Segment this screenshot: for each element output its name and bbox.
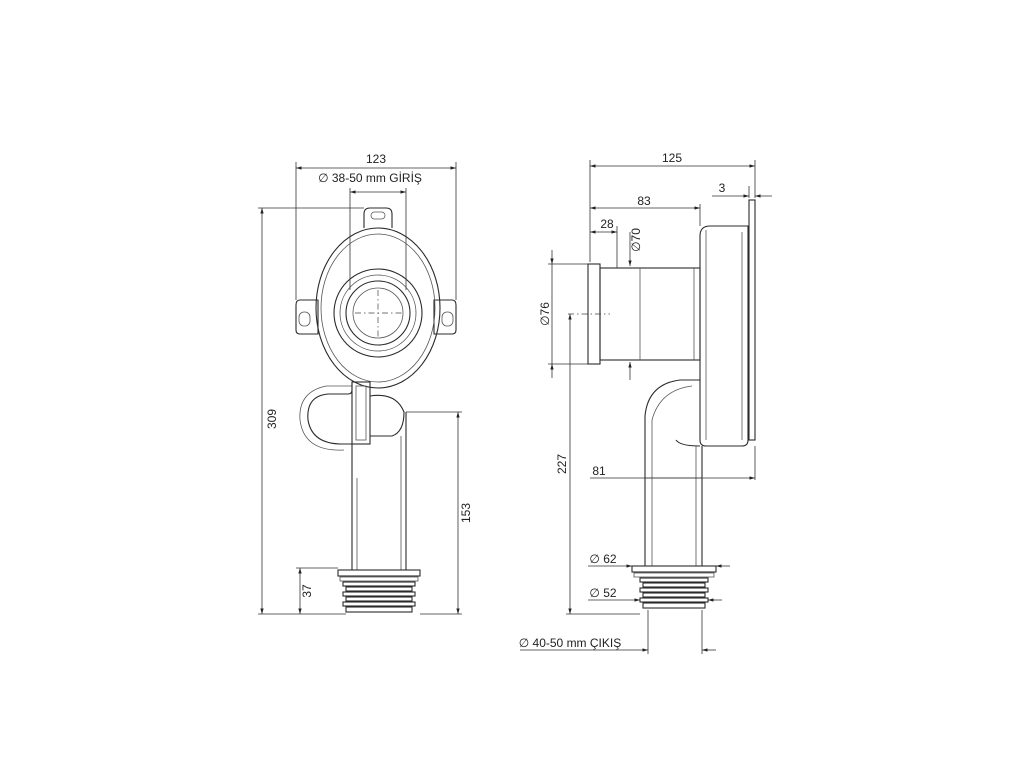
dim-outlet-outer-label: ∅ 62 — [589, 552, 616, 566]
dim-socket-outer-label: ∅76 — [538, 302, 552, 326]
dim-body-depth-label: 83 — [637, 194, 651, 208]
dim-total-height-label: 309 — [265, 409, 279, 429]
dim-outlet-label: ∅ 40-50 mm ÇIKIŞ — [519, 636, 621, 650]
front-dimensions: 123 ∅ 38-50 mm GİRİŞ 309 153 37 — [258, 152, 473, 615]
dim-inlet-height-label: 227 — [555, 454, 569, 474]
dim-outlet-inner-label: ∅ 52 — [589, 586, 616, 600]
dim-wall-offset-label: 3 — [719, 181, 726, 195]
front-view: 123 ∅ 38-50 mm GİRİŞ 309 153 37 — [258, 152, 473, 615]
dim-outlet-height-label: 153 — [459, 503, 473, 523]
dim-pipe-offset-label: 81 — [592, 464, 606, 478]
dim-thread-height-label: 37 — [300, 584, 314, 598]
side-view: 125 3 83 28 ∅70 ∅76 — [519, 151, 772, 654]
dim-inlet-label: ∅ 38-50 mm GİRİŞ — [318, 171, 422, 185]
front-body — [295, 207, 457, 613]
dim-socket-depth-label: 28 — [600, 217, 614, 231]
dim-depth-label: 125 — [662, 151, 682, 165]
side-dimensions: 125 3 83 28 ∅70 ∅76 — [519, 151, 772, 654]
dim-socket-inner-label: ∅70 — [629, 228, 643, 252]
dim-width-label: 123 — [366, 152, 386, 166]
side-body — [568, 199, 756, 609]
